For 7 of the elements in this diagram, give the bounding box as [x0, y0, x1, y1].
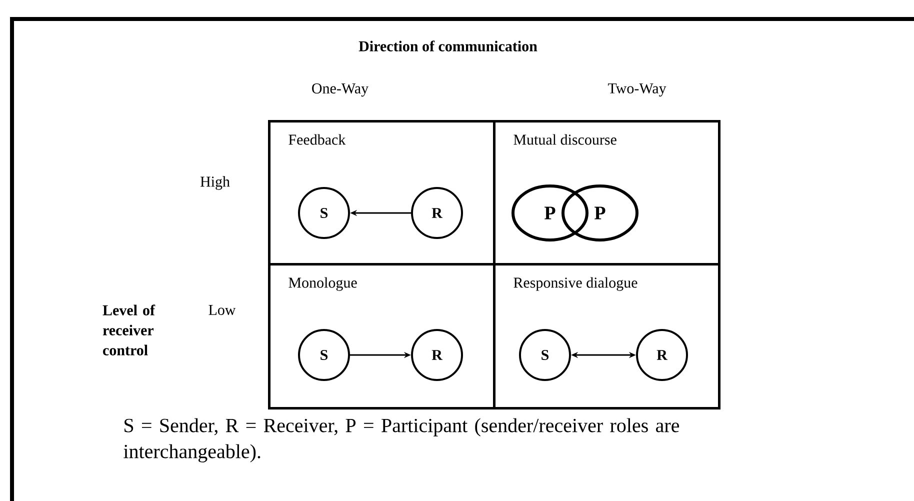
axis-label: Two-Way	[608, 83, 666, 97]
axis-label: One-Way	[312, 83, 368, 97]
axis-label: High	[200, 176, 230, 190]
axis-label: Low	[208, 305, 236, 315]
caption: S = Sender, R = Receiver, P = Participant (sender/receiver roles are interchangeable).	[124, 418, 680, 462]
axis-label: Level of receiver control	[102, 304, 156, 356]
title: Direction of communication	[358, 40, 538, 52]
